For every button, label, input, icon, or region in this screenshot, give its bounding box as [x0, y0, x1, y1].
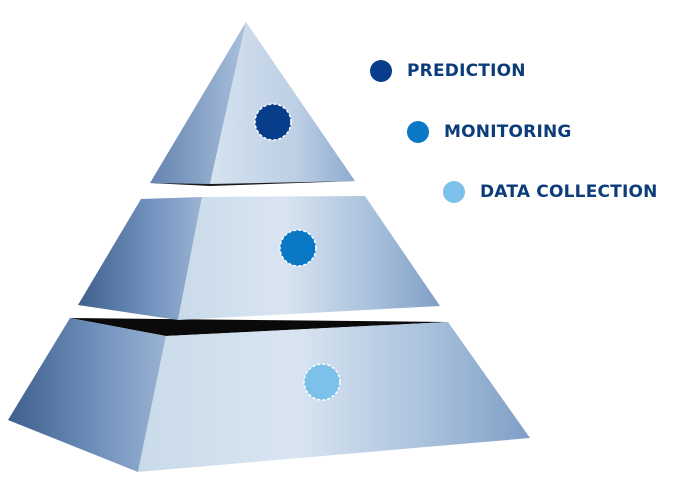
tier-top-dot	[254, 103, 292, 141]
tier-bottom-top-face	[70, 318, 448, 336]
legend-dot-data-collection	[443, 181, 465, 203]
legend-label-prediction: PREDICTION	[407, 61, 526, 81]
legend-label-monitoring: MONITORING	[444, 122, 572, 142]
legend-label-data-collection: DATA COLLECTION	[480, 182, 658, 202]
tier-top-base-edge	[150, 181, 355, 186]
tier-bottom-dot	[303, 363, 341, 401]
tier-middle-dot	[279, 229, 317, 267]
legend-item-monitoring: MONITORING	[407, 121, 572, 143]
tier-top	[150, 22, 355, 186]
legend-item-data-collection: DATA COLLECTION	[443, 181, 658, 203]
tier-middle-left-face	[78, 197, 202, 320]
tier-top-right-face	[210, 22, 355, 184]
tier-bottom-right-face	[138, 322, 530, 472]
tier-middle	[78, 196, 440, 320]
tier-bottom	[8, 318, 530, 472]
legend-item-prediction: PREDICTION	[370, 60, 526, 82]
tier-bottom-left-face	[8, 318, 166, 472]
legend-dot-monitoring	[407, 121, 429, 143]
tier-top-left-face	[150, 22, 246, 184]
legend-dot-prediction	[370, 60, 392, 82]
